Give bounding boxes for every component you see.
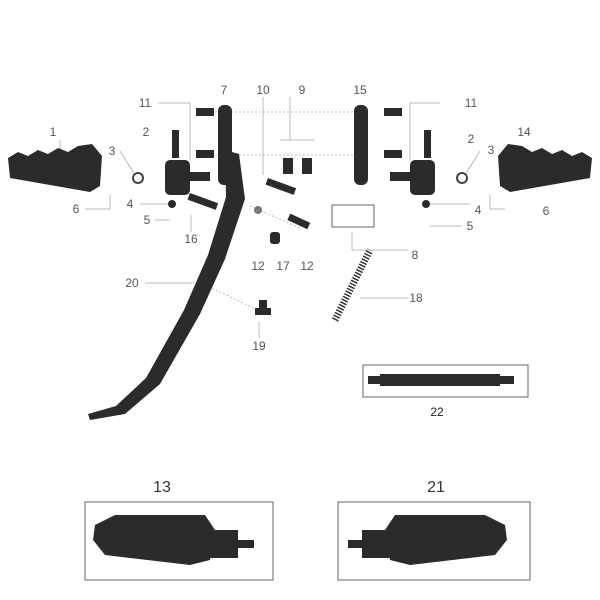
callout-22: 22 <box>430 405 444 419</box>
callout-3: 3 <box>108 144 116 158</box>
callout-9: 9 <box>298 83 306 97</box>
callout-8: 8 <box>411 248 419 262</box>
left-pin-part <box>172 130 179 158</box>
callout-16: 16 <box>184 232 198 246</box>
callout-15: 15 <box>353 83 367 97</box>
footpeg-assembly-21-part <box>385 515 507 565</box>
footpeg-assembly-13-part <box>93 515 215 565</box>
left-pivot-pin-part <box>188 172 210 181</box>
callout-21: 21 <box>427 479 445 496</box>
callout-1: 1 <box>49 125 57 139</box>
callout-20: 20 <box>125 276 139 290</box>
callout-2-right: 2 <box>467 132 475 146</box>
callout-18: 18 <box>409 291 423 305</box>
callout-7: 7 <box>220 83 228 97</box>
callout-10: 10 <box>256 83 270 97</box>
right-pin-part <box>424 130 431 158</box>
callout-3-right: 3 <box>487 143 495 157</box>
right-footpeg-part <box>498 144 592 192</box>
right-pivot-pin-part <box>390 172 412 181</box>
callout-4: 4 <box>126 197 134 211</box>
callout-17: 17 <box>276 259 290 273</box>
left-footpeg-part <box>8 144 102 192</box>
callout-6-right: 6 <box>542 204 550 218</box>
callout-19: 19 <box>252 339 266 353</box>
callout-11-right: 11 <box>464 96 478 110</box>
right-mount-plate-part <box>354 105 368 185</box>
callout-2: 2 <box>142 125 150 139</box>
callout-14: 14 <box>517 125 531 139</box>
parts <box>8 105 592 565</box>
callout-13: 13 <box>153 479 171 496</box>
callout-4-right: 4 <box>474 203 482 217</box>
leader-lines <box>59 97 505 338</box>
shaft-part <box>380 374 500 386</box>
callout-11: 11 <box>138 96 152 110</box>
kickstand-part <box>88 150 245 420</box>
callout-5: 5 <box>143 213 151 227</box>
callout-12-b: 12 <box>300 259 314 273</box>
boxes <box>84 204 531 581</box>
left-bracket-part <box>165 160 190 195</box>
callout-6: 6 <box>72 202 80 216</box>
right-bracket-part <box>410 160 435 195</box>
callout-5-right: 5 <box>466 219 474 233</box>
spring-part <box>331 248 374 322</box>
callout-12: 12 <box>251 259 265 273</box>
